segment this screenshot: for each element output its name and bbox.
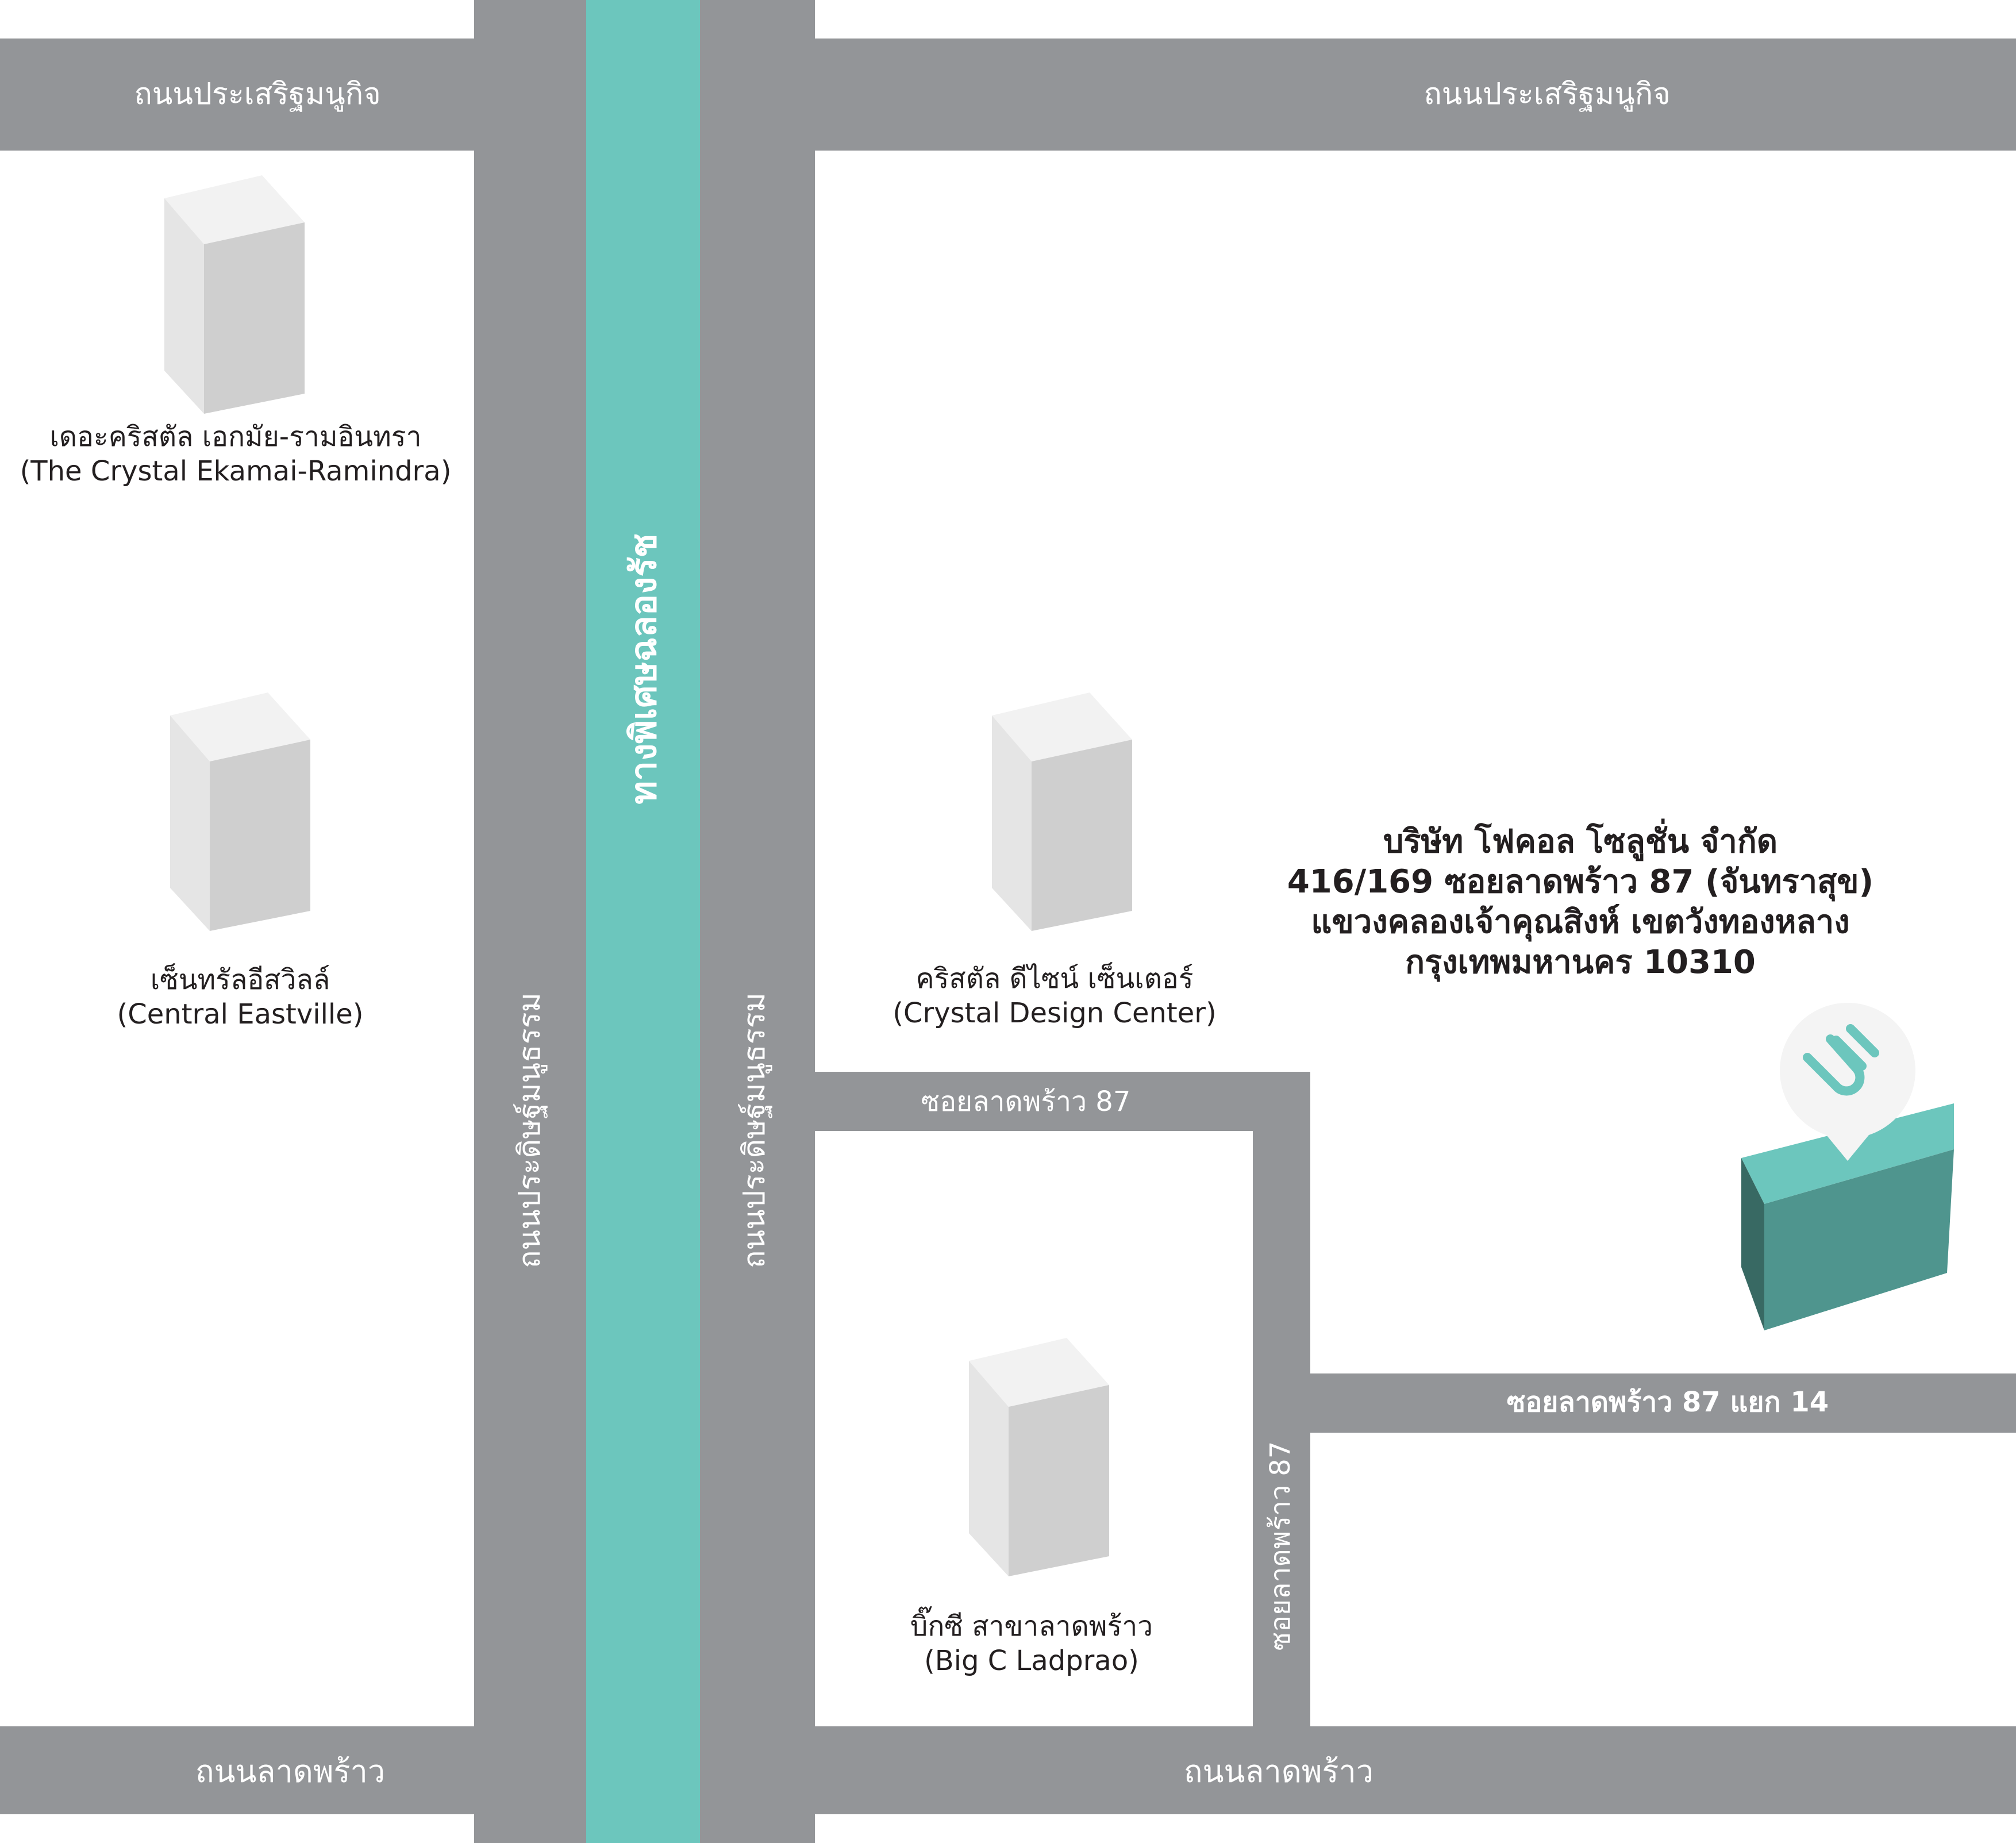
road-label-prasert-left: ถนนประเสริฐมนูกิจ: [134, 77, 381, 111]
road-label-pradit-left: ถนนประดิษฐ์มนูธรรม: [513, 992, 547, 1268]
building-icon: [969, 1338, 1109, 1576]
place-label-crystal-design-center: คริสตัล ดีไซน์ เซ็นเตอร์ (Crystal Design…: [892, 961, 1216, 1030]
road-chalong-rat-expressway: [586, 0, 700, 1843]
place-name-english: (Central Eastville): [117, 998, 364, 1030]
building-icon: [170, 692, 310, 931]
road-pradit-manutham-left: [474, 0, 586, 1843]
place-name-thai: เดอะคริสตัล เอกมัย-รามอินทรา: [49, 421, 422, 453]
road-soi-ladprao-87-yaek-14: [1253, 1373, 2016, 1433]
address-city: กรุงเทพมหานคร 10310: [1405, 944, 1756, 981]
company-name: บริษัท โฟคอล โซลูชั่น จำกัด: [1383, 823, 1778, 860]
building-icon: [164, 175, 305, 414]
road-soi-ladprao-87-horizontal: [815, 1072, 1310, 1131]
place-name-thai: เซ็นทรัลอีสวิลล์: [150, 964, 330, 996]
place-name-english: (Big C Ladprao): [924, 1645, 1139, 1677]
road-label-prasert-right: ถนนประเสริฐมนูกิจ: [1423, 77, 1671, 111]
road-soi-ladprao-87-vertical: [1253, 1072, 1310, 1814]
road-label-soi-87-vertical: ซอยลาดพร้าว 87: [1264, 1441, 1296, 1651]
road-label-soi-87-horizontal: ซอยลาดพร้าว 87: [921, 1086, 1131, 1118]
place-label-big-c-ladprao: บิ๊กซี สาขาลาดพร้าว (Big C Ladprao): [910, 1609, 1153, 1678]
road-label-ladprao-left: ถนนลาดพร้าว: [195, 1753, 386, 1790]
road-prasert-manukit-right: [815, 39, 2016, 151]
road-ladprao-right: [815, 1726, 2016, 1814]
road-label-pradit-right: ถนนประดิษฐ์มนูธรรม: [737, 992, 772, 1268]
company-address: บริษัท โฟคอล โซลูชั่น จำกัด 416/169 ซอยล…: [1287, 822, 1873, 983]
place-name-english: (Crystal Design Center): [892, 997, 1217, 1029]
road-ladprao-left: [0, 1726, 474, 1814]
location-pin-icon: [1780, 1002, 1915, 1161]
address-district: แขวงคลองเจ้าคุณสิงห์ เขตวังทองหลาง: [1311, 903, 1850, 941]
road-label-soi-87-yaek-14: ซอยลาดพร้าว 87 แยก 14: [1506, 1386, 1829, 1418]
road-label-expressway: ทางพิเศษฉลองรัช: [622, 533, 664, 805]
place-label-central-eastville: เซ็นทรัลอีสวิลล์ (Central Eastville): [117, 963, 364, 1032]
road-label-ladprao-right: ถนนลาดพร้าว: [1183, 1753, 1374, 1790]
road-prasert-manukit-left: [0, 39, 474, 151]
building-icon: [992, 692, 1132, 931]
address-street: 416/169 ซอยลาดพร้าว 87 (จันทราสุข): [1287, 863, 1874, 901]
road-pradit-manutham-right: [700, 0, 815, 1843]
company-location-marker[interactable]: [1730, 971, 1971, 1339]
place-label-crystal-ekamai: เดอะคริสตัล เอกมัย-รามอินทรา (The Crysta…: [20, 420, 452, 488]
place-name-english: (The Crystal Ekamai-Ramindra): [20, 455, 452, 487]
place-name-thai: คริสตัล ดีไซน์ เซ็นเตอร์: [915, 963, 1194, 995]
place-name-thai: บิ๊กซี สาขาลาดพร้าว: [910, 1610, 1153, 1642]
